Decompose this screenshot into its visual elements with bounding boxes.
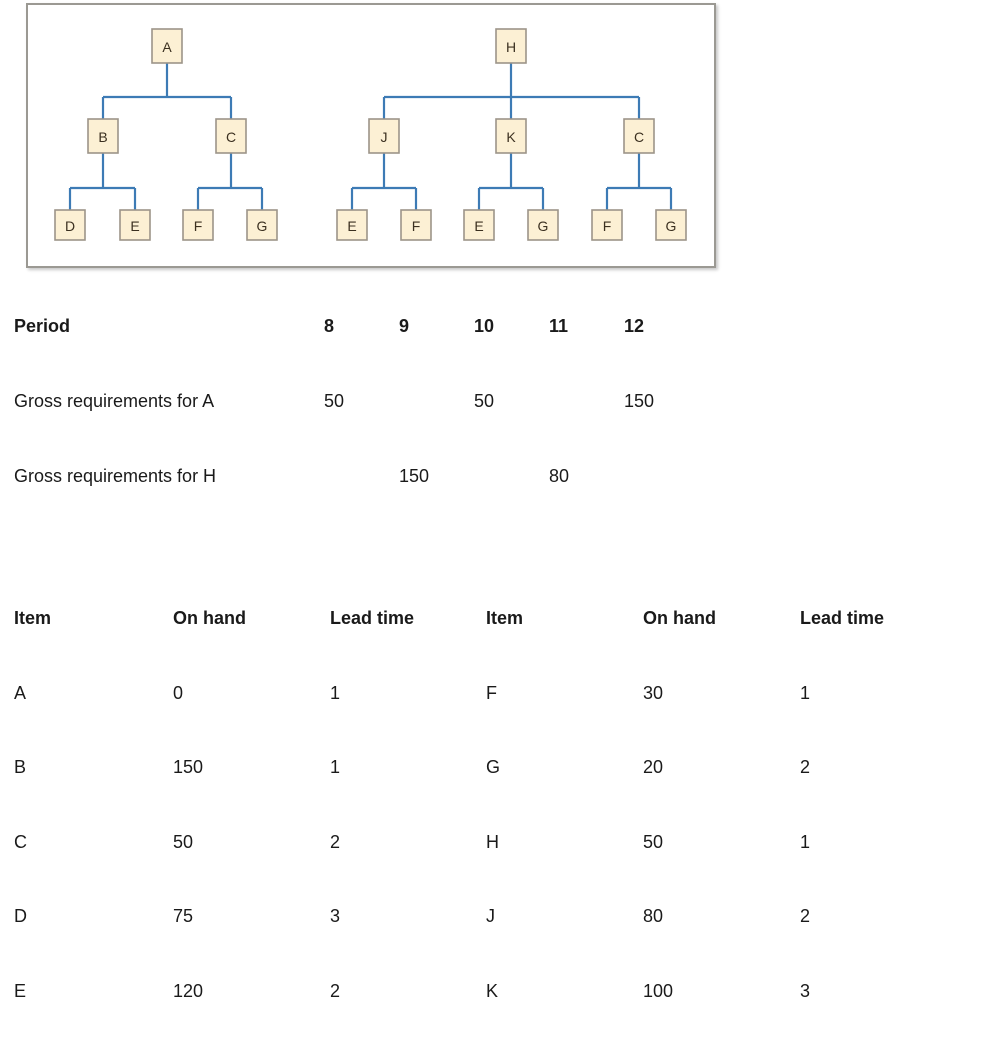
gross-requirements-row-a: Gross requirements for A 50 50 150: [14, 391, 714, 466]
item-table-header-row: Item On hand Lead time Item On hand Lead…: [14, 608, 974, 683]
cell-lead-time-right: 3: [800, 981, 810, 1002]
bom-node-g: G: [656, 210, 686, 240]
bom-node-g: G: [247, 210, 277, 240]
cell-item-left: E: [14, 981, 26, 1002]
cell-item-left: C: [14, 832, 27, 853]
cell-item-right: G: [486, 757, 500, 778]
bom-node-label: G: [257, 218, 268, 234]
header-lead-time-right: Lead time: [800, 608, 884, 629]
period-header-label: Period: [14, 316, 70, 337]
period-header-12: 12: [624, 316, 644, 337]
bom-node-h: H: [496, 29, 526, 63]
period-header-10: 10: [474, 316, 494, 337]
bom-node-d: D: [55, 210, 85, 240]
gross-req-a-p10: 50: [474, 391, 494, 412]
cell-lead-time-left: 2: [330, 832, 340, 853]
cell-item-left: A: [14, 683, 26, 704]
cell-lead-time-right: 1: [800, 683, 810, 704]
period-header-11: 11: [549, 316, 568, 337]
cell-on-hand-left: 0: [173, 683, 183, 704]
period-header-9: 9: [399, 316, 409, 337]
gross-req-a-p12: 150: [624, 391, 654, 412]
bom-node-group: A H B C J K C D E F G E F E G F G: [55, 29, 686, 240]
table-row: E 120 2 K 100 3: [14, 981, 974, 1055]
bom-diagram-svg: A H B C J K C D E F G E F E G F G: [28, 5, 714, 266]
bom-diagram-panel: A H B C J K C D E F G E F E G F G: [26, 3, 716, 268]
header-lead-time-left: Lead time: [330, 608, 414, 629]
gross-requirements-row-h: Gross requirements for H 150 80: [14, 466, 714, 541]
bom-node-e: E: [464, 210, 494, 240]
cell-lead-time-right: 2: [800, 757, 810, 778]
bom-node-f: F: [401, 210, 431, 240]
bom-node-a: A: [152, 29, 182, 63]
bom-node-label: D: [65, 218, 75, 234]
table-row: B 150 1 G 20 2: [14, 757, 974, 832]
cell-lead-time-left: 1: [330, 683, 340, 704]
cell-on-hand-right: 100: [643, 981, 673, 1002]
cell-item-right: F: [486, 683, 497, 704]
bom-node-c: C: [216, 119, 246, 153]
bom-node-e: E: [120, 210, 150, 240]
cell-lead-time-right: 2: [800, 906, 810, 927]
cell-on-hand-right: 50: [643, 832, 663, 853]
bom-node-label: K: [506, 129, 516, 145]
period-header-row: Period 8 9 10 11 12: [14, 316, 714, 391]
bom-node-label: A: [162, 39, 172, 55]
bom-node-j: J: [369, 119, 399, 153]
cell-item-left: B: [14, 757, 26, 778]
header-item-left: Item: [14, 608, 51, 629]
header-item-right: Item: [486, 608, 523, 629]
bom-node-label: B: [98, 129, 107, 145]
gross-req-a-p8: 50: [324, 391, 344, 412]
gross-requirements-h-label: Gross requirements for H: [14, 466, 216, 487]
bom-node-label: E: [347, 218, 356, 234]
cell-item-right: J: [486, 906, 495, 927]
item-master-table: Item On hand Lead time Item On hand Lead…: [14, 608, 974, 1055]
cell-on-hand-left: 50: [173, 832, 193, 853]
header-on-hand-right: On hand: [643, 608, 716, 629]
cell-on-hand-left: 150: [173, 757, 203, 778]
bom-node-label: F: [603, 218, 612, 234]
bom-node-label: E: [130, 218, 139, 234]
table-row: A 0 1 F 30 1: [14, 683, 974, 758]
bom-node-label: G: [666, 218, 677, 234]
cell-on-hand-left: 120: [173, 981, 203, 1002]
bom-node-label: F: [412, 218, 421, 234]
cell-on-hand-right: 30: [643, 683, 663, 704]
cell-lead-time-left: 3: [330, 906, 340, 927]
bom-node-label: E: [474, 218, 483, 234]
period-requirements-table: Period 8 9 10 11 12 Gross requirements f…: [14, 316, 714, 541]
cell-item-right: H: [486, 832, 499, 853]
bom-node-e: E: [337, 210, 367, 240]
gross-requirements-a-label: Gross requirements for A: [14, 391, 214, 412]
gross-req-h-p9: 150: [399, 466, 429, 487]
bom-node-g: G: [528, 210, 558, 240]
bom-node-f: F: [592, 210, 622, 240]
table-row: D 75 3 J 80 2: [14, 906, 974, 981]
cell-lead-time-left: 2: [330, 981, 340, 1002]
bom-node-label: G: [538, 218, 549, 234]
cell-on-hand-right: 80: [643, 906, 663, 927]
bom-node-f: F: [183, 210, 213, 240]
bom-node-label: F: [194, 218, 203, 234]
cell-item-right: K: [486, 981, 498, 1002]
cell-on-hand-right: 20: [643, 757, 663, 778]
cell-item-left: D: [14, 906, 27, 927]
bom-node-c: C: [624, 119, 654, 153]
cell-lead-time-left: 1: [330, 757, 340, 778]
bom-node-k: K: [496, 119, 526, 153]
period-header-8: 8: [324, 316, 334, 337]
cell-on-hand-left: 75: [173, 906, 193, 927]
bom-node-label: J: [381, 129, 388, 145]
cell-lead-time-right: 1: [800, 832, 810, 853]
bom-node-label: C: [634, 129, 644, 145]
bom-node-b: B: [88, 119, 118, 153]
table-row: C 50 2 H 50 1: [14, 832, 974, 907]
bom-node-label: C: [226, 129, 236, 145]
bom-node-label: H: [506, 39, 516, 55]
header-on-hand-left: On hand: [173, 608, 246, 629]
gross-req-h-p11: 80: [549, 466, 569, 487]
